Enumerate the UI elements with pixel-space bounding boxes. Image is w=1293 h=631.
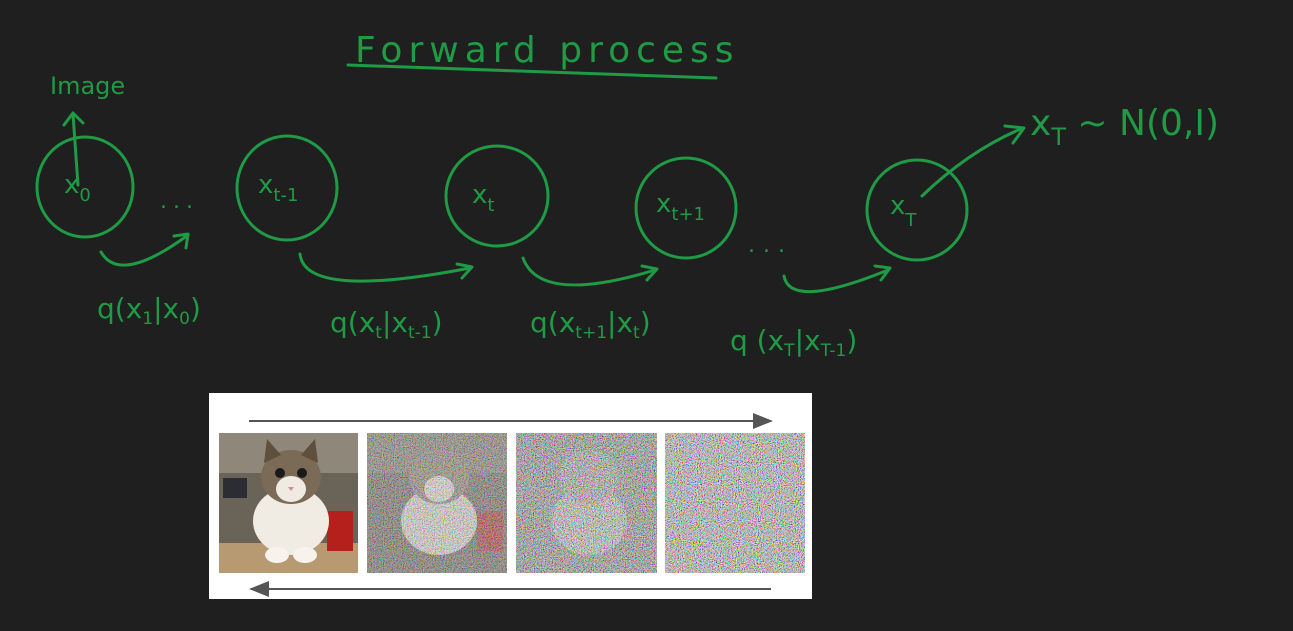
prior-rest: ~ N(0,I): [1066, 103, 1219, 144]
transition-label-4: q (xT|xT-1): [730, 324, 857, 361]
node-xt-sub: t: [487, 195, 494, 216]
node-xt-plus-1: xt+1: [634, 156, 738, 260]
q2-sub1: t: [375, 323, 382, 343]
node-xt-minus-1-var: x: [258, 170, 273, 200]
q4-pre: q (x: [730, 324, 784, 357]
svg-text:xt: xt: [472, 180, 494, 216]
q3-mid: |x: [607, 306, 633, 339]
svg-text:x0: x0: [64, 170, 91, 206]
prior-sub: T: [1050, 123, 1066, 151]
noise-image-strip: [209, 393, 812, 599]
node-xT-sub: T: [904, 210, 917, 231]
q2-mid: |x: [382, 306, 408, 339]
node-xt-var: x: [472, 180, 487, 210]
ellipsis-2: ...: [748, 233, 793, 258]
image-label: Image: [50, 72, 125, 100]
q4-post: ): [846, 324, 857, 357]
node-xT-var: x: [890, 191, 905, 221]
q2-sub2: t-1: [408, 323, 432, 343]
ellipsis-1: ...: [160, 189, 199, 214]
node-x0-var: x: [64, 170, 79, 200]
q1-sub1: 1: [142, 309, 153, 329]
transition-arrow-2: [298, 252, 474, 283]
q3-sub1: t+1: [575, 323, 607, 343]
cat-image-clean: [219, 433, 358, 573]
q3-pre: q(x: [530, 306, 575, 339]
title-underline: [346, 63, 718, 80]
pure-noise-image: [665, 433, 805, 573]
diagram-title: Forward process: [355, 30, 740, 71]
q4-sub2: T-1: [820, 341, 847, 361]
q4-sub1: T: [783, 341, 795, 361]
node-x0-sub: 0: [79, 185, 90, 206]
node-xt: xt: [444, 144, 550, 248]
cat-image-noise-2: [516, 433, 657, 573]
q1-mid: |x: [153, 292, 179, 325]
transition-arrow-4: [782, 264, 892, 293]
image-arrow: [62, 111, 85, 187]
q1-sub2: 0: [179, 309, 190, 329]
q4-mid: |x: [795, 324, 821, 357]
transition-label-3: q(xt+1|xt): [530, 306, 651, 343]
q3-post: ): [640, 306, 651, 339]
q2-pre: q(x: [330, 306, 375, 339]
q1-post: ): [190, 292, 201, 325]
svg-text:xT: xT: [890, 191, 917, 231]
node-xt-minus-1-sub: t-1: [273, 185, 298, 206]
prior-arrow: [920, 124, 1026, 198]
q2-post: ): [432, 306, 443, 339]
node-x0: x0: [35, 135, 135, 239]
q1-pre: q(x: [97, 292, 142, 325]
node-xt-minus-1: xt-1: [235, 134, 339, 242]
prior-var: x: [1030, 103, 1051, 144]
transition-arrow-1: [99, 232, 190, 267]
transition-label-2: q(xt|xt-1): [330, 306, 443, 343]
prior-label: xT ~ N(0,I): [1030, 103, 1219, 151]
node-xt-plus-1-sub: t+1: [671, 204, 705, 225]
transition-arrow-3: [521, 256, 659, 287]
svg-text:xt+1: xt+1: [656, 189, 705, 225]
q3-sub2: t: [633, 323, 640, 343]
svg-text:xt-1: xt-1: [258, 170, 298, 206]
cat-image-noise-1: [367, 433, 507, 573]
node-xT: xT: [865, 158, 969, 262]
node-xt-plus-1-var: x: [656, 189, 671, 219]
transition-label-1: q(x1|x0): [97, 292, 201, 329]
